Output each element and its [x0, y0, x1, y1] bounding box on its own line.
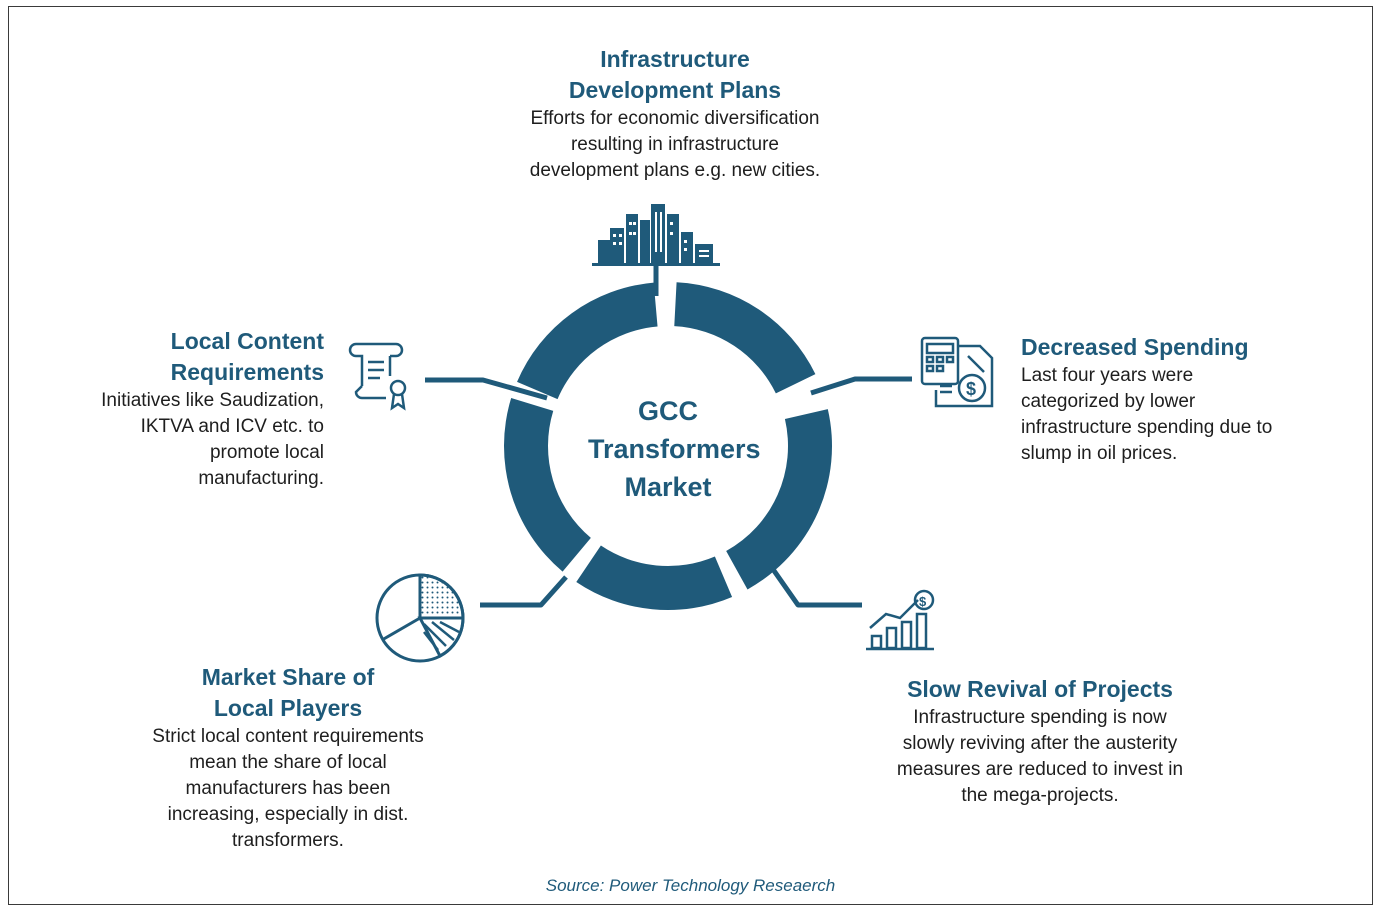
description: Strict local content requirements mean t…	[108, 724, 468, 854]
desc-line: measures are reduced to invest in	[896, 759, 1184, 780]
node-infrastructure: Infrastructure Development Plans Efforts…	[480, 44, 870, 184]
desc-line: the mega-projects.	[961, 785, 1119, 806]
desc-line: slump in oil prices.	[1021, 443, 1178, 464]
title-line: Local Players	[213, 695, 363, 721]
desc-line: Infrastructure spending is now	[913, 707, 1167, 728]
node-market-share: Market Share of Local Players Strict loc…	[108, 662, 468, 854]
node-local-content: Local Content Requirements Initiatives l…	[24, 326, 324, 492]
node-decreased-spending: Decreased Spending Last four years were …	[1021, 332, 1341, 467]
title-line: Infrastructure	[600, 46, 750, 72]
pie-chart-icon	[375, 573, 465, 663]
description: Infrastructure spending is now slowly re…	[860, 705, 1220, 809]
title: Slow Revival of Projects	[860, 674, 1220, 705]
calculator-dollar-icon: $	[920, 336, 994, 408]
desc-line: categorized by lower	[1021, 391, 1196, 412]
title-line: Requirements	[170, 359, 324, 385]
desc-line: manufacturers has been	[185, 778, 391, 799]
title-line: Market Share of	[201, 664, 375, 690]
ring-segment-bottom	[576, 545, 733, 610]
ring-segment-top-left	[517, 282, 658, 400]
title-line: Decreased Spending	[1021, 334, 1249, 360]
connector-market-share	[480, 575, 568, 608]
growth-chart-dollar-icon: $	[866, 589, 935, 651]
description: Initiatives like Saudization, IKTVA and …	[24, 388, 324, 492]
description: Last four years were categorized by lowe…	[1021, 363, 1341, 467]
title-line: Local Content	[170, 328, 324, 354]
desc-line: promote local	[209, 442, 324, 463]
desc-line: IKTVA and ICV etc. to	[140, 416, 324, 437]
center-label: GCC Transformers Market	[588, 392, 761, 506]
description: Efforts for economic diversification res…	[480, 106, 870, 184]
desc-line: manufacturing.	[198, 468, 324, 489]
desc-line: Last four years were	[1021, 365, 1194, 386]
center-label-line: GCC	[638, 396, 698, 426]
desc-line: slowly reviving after the austerity	[902, 733, 1178, 754]
desc-line: Efforts for economic diversification	[530, 108, 820, 129]
desc-line: Initiatives like Saudization,	[101, 390, 324, 411]
desc-line: transformers.	[232, 830, 344, 851]
title: Market Share of Local Players	[108, 662, 468, 724]
desc-line: mean the share of local	[189, 752, 387, 773]
desc-line: increasing, especially in dist.	[167, 804, 409, 825]
desc-line: resulting in infrastructure	[570, 134, 780, 155]
title: Infrastructure Development Plans	[480, 44, 870, 106]
ring-segment-left	[504, 398, 591, 572]
title-line: Slow Revival of Projects	[907, 676, 1173, 702]
ring-segment-right	[726, 409, 832, 590]
title: Decreased Spending	[1021, 332, 1341, 363]
center-label-line: Market	[624, 472, 712, 502]
certificate-scroll-icon	[348, 342, 407, 411]
connector-local-content	[425, 377, 548, 401]
city-buildings-icon	[592, 204, 720, 266]
ring	[504, 282, 832, 610]
desc-line: development plans e.g. new cities.	[529, 160, 821, 181]
svg-text:$: $	[966, 379, 976, 399]
figure-frame	[8, 6, 1373, 905]
title-line: Development Plans	[568, 77, 782, 103]
connector-decreased	[810, 376, 912, 396]
ring-segment-top-right	[674, 282, 816, 394]
source-note: Source: Power Technology Reseaerch	[545, 876, 836, 895]
title: Local Content Requirements	[24, 326, 324, 388]
center-label-line: Transformers	[588, 434, 761, 464]
desc-line: Strict local content requirements	[152, 726, 424, 747]
svg-text:$: $	[919, 594, 927, 609]
desc-line: infrastructure spending due to	[1021, 417, 1273, 438]
node-slow-revival: Slow Revival of Projects Infrastructure …	[860, 674, 1220, 809]
connector-revival	[767, 563, 862, 608]
